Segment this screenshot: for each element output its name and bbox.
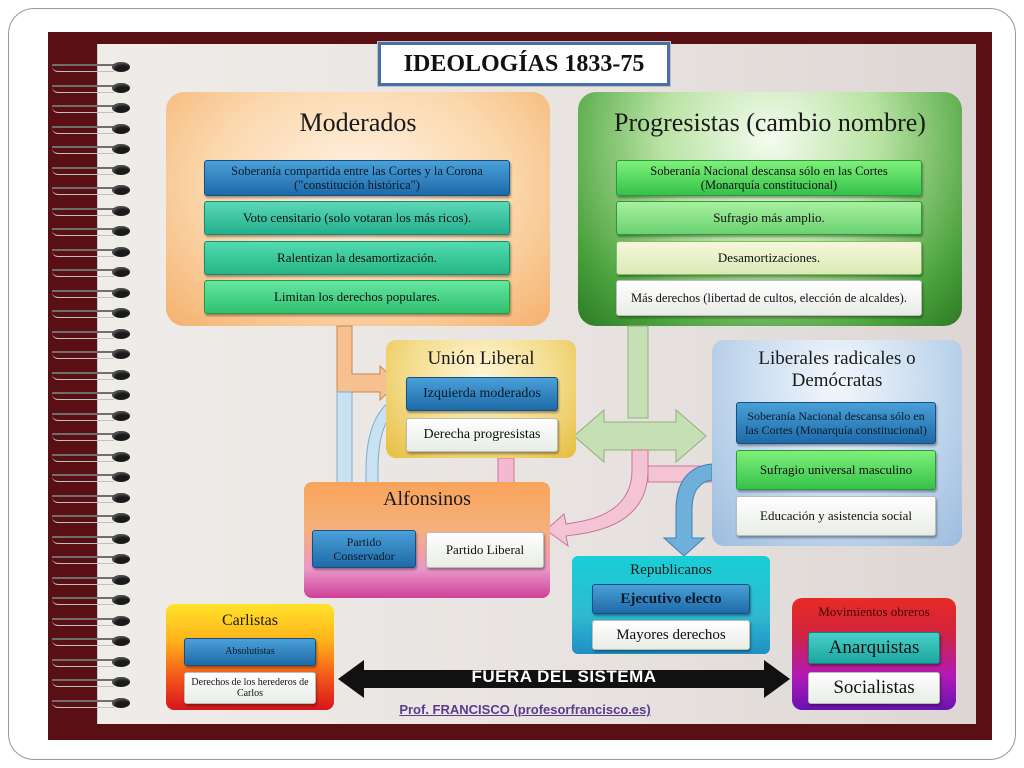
spiral-ring	[52, 308, 132, 318]
page-title: IDEOLOGÍAS 1833-75	[378, 42, 670, 86]
spiral-ring	[52, 103, 132, 113]
spiral-ring	[52, 656, 132, 667]
moderados-item-2: Voto censitario (solo votaran los más ri…	[204, 201, 510, 235]
spiral-ring	[52, 472, 132, 482]
union-liberal-panel: Unión Liberal Izquierda moderados Derech…	[386, 340, 576, 458]
spiral-ring	[52, 533, 132, 544]
republicanos-title: Republicanos	[630, 562, 712, 578]
arrow-progresistas-down	[627, 325, 649, 419]
fuera-del-sistema-arrow: FUERA DEL SISTEMA	[338, 660, 790, 698]
spiral-ring	[52, 287, 132, 298]
spiral-ring	[52, 82, 132, 93]
progresistas-item-3: Desamortizaciones.	[616, 241, 922, 275]
spiral-ring	[52, 451, 132, 462]
spiral-ring	[52, 615, 132, 626]
liberales-radicales-item-2: Sufragio universal masculino	[736, 450, 936, 490]
spiral-ring	[52, 144, 132, 154]
liberales-radicales-title: Liberales radicales o Demócratas	[758, 348, 916, 391]
alfonsinos-panel: Alfonsinos Partido Conservador Partido L…	[304, 482, 550, 598]
spiral-ring	[52, 513, 132, 523]
spiral-ring	[52, 554, 132, 564]
fuera-del-sistema-label: FUERA DEL SISTEMA	[471, 667, 657, 686]
carlistas-title: Carlistas	[222, 612, 278, 629]
spiral-ring	[52, 226, 132, 236]
carlistas-panel: Carlistas Absolutistas Derechos de los h…	[166, 604, 334, 710]
movimientos-item-2: Socialistas	[808, 672, 940, 704]
spiral-ring	[52, 123, 132, 134]
arrow-double-union-radicales	[573, 408, 707, 464]
progresistas-item-4: Más derechos (libertad de cultos, elecci…	[616, 280, 922, 316]
moderados-item-4: Limitan los derechos populares.	[204, 280, 510, 314]
movimientos-panel: Movimientos obreros Anarquistas Socialis…	[792, 598, 956, 710]
movimientos-title: Movimientos obreros	[818, 604, 930, 619]
progresistas-item-1: Soberanía Nacional descansa sólo en las …	[616, 160, 922, 196]
spiral-ring	[52, 390, 132, 400]
spiral-ring	[52, 410, 132, 421]
alfonsinos-item-1: Partido Conservador	[312, 530, 416, 568]
spiral-ring	[52, 164, 132, 175]
progresistas-panel: Progresistas (cambio nombre) Soberanía N…	[578, 92, 962, 326]
liberales-radicales-item-1: Soberanía Nacional descansa sólo en las …	[736, 402, 936, 444]
author-credit[interactable]: Prof. FRANCISCO (profesorfrancisco.es)	[399, 702, 651, 717]
republicanos-panel: Republicanos Ejecutivo electo Mayores de…	[572, 556, 770, 654]
moderados-item-1: Soberanía compartida entre las Cortes y …	[204, 160, 510, 196]
republicanos-item-1: Ejecutivo electo	[592, 584, 750, 614]
union-liberal-item-2: Derecha progresistas	[406, 418, 558, 452]
spiral-ring	[52, 574, 132, 585]
alfonsinos-title: Alfonsinos	[383, 488, 471, 510]
liberales-radicales-panel: Liberales radicales o Demócratas Soberan…	[712, 340, 962, 546]
spiral-ring	[52, 349, 132, 359]
union-liberal-item-1: Izquierda moderados	[406, 377, 558, 411]
spiral-ring	[52, 595, 132, 605]
moderados-panel: Moderados Soberanía compartida entre las…	[166, 92, 550, 326]
spiral-ring	[52, 369, 132, 380]
progresistas-item-2: Sufragio más amplio.	[616, 201, 922, 235]
movimientos-item-1: Anarquistas	[808, 632, 940, 664]
spiral-ring	[52, 185, 132, 195]
spiral-ring	[52, 492, 132, 503]
spiral-ring	[52, 62, 132, 72]
spiral-ring	[52, 267, 132, 277]
progresistas-title: Progresistas (cambio nombre)	[614, 108, 926, 137]
moderados-title: Moderados	[299, 108, 417, 137]
republicanos-item-2: Mayores derechos	[592, 620, 750, 650]
spiral-ring	[52, 431, 132, 441]
spiral-ring	[52, 205, 132, 216]
spiral-ring	[52, 328, 132, 339]
spiral-ring	[52, 636, 132, 646]
union-liberal-title: Unión Liberal	[427, 348, 535, 369]
spiral-ring	[52, 697, 132, 708]
liberales-radicales-item-3: Educación y asistencia social	[736, 496, 936, 536]
carlistas-item-2: Derechos de los herederos de Carlos	[184, 672, 316, 704]
moderados-item-3: Ralentizan la desamortización.	[204, 241, 510, 275]
alfonsinos-item-2: Partido Liberal	[426, 532, 544, 568]
spiral-ring	[52, 677, 132, 687]
carlistas-item-1: Absolutistas	[184, 638, 316, 666]
arrow-progresistas-partido-liberal	[545, 449, 649, 548]
spiral-ring	[52, 246, 132, 257]
